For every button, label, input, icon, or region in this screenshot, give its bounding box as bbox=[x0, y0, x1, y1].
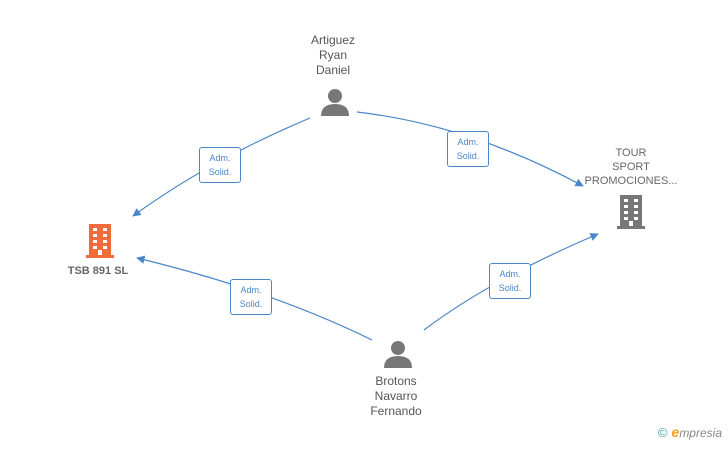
node-name-line: Brotons bbox=[375, 374, 417, 388]
node-name-line: Artiguez bbox=[310, 33, 356, 47]
building-icon[interactable] bbox=[617, 195, 645, 229]
node-label-brotons[interactable]: Brotons Navarro Fernando bbox=[331, 374, 461, 419]
person-icon[interactable] bbox=[321, 89, 349, 116]
building-icon[interactable] bbox=[86, 224, 114, 258]
edge-label-artiguez-tsb[interactable]: Adm. Solid. bbox=[199, 147, 241, 183]
node-label-tsb[interactable]: TSB 891 SL bbox=[33, 264, 163, 279]
edge-label-line: Adm. bbox=[240, 285, 262, 295]
edge-label-brotons-tsb[interactable]: Adm. Solid. bbox=[230, 279, 272, 315]
node-name-line: Daniel bbox=[315, 63, 351, 77]
brand-e: e bbox=[671, 424, 680, 440]
edge-label-brotons-tour[interactable]: Adm. Solid. bbox=[489, 263, 531, 299]
node-name-line: TSB 891 SL bbox=[67, 265, 129, 277]
edge-label-line: Adm. bbox=[499, 269, 521, 279]
node-name-line: Fernando bbox=[370, 404, 422, 418]
node-name-line: TOUR bbox=[615, 147, 647, 159]
edge-label-line: Solid. bbox=[208, 167, 232, 177]
edge-label-line: Solid. bbox=[239, 299, 263, 309]
node-name-line: PROMOCIONES... bbox=[584, 175, 678, 187]
node-name-line: SPORT bbox=[612, 161, 650, 173]
edge-label-line: Adm. bbox=[457, 137, 479, 147]
node-name-line: Ryan bbox=[318, 48, 347, 62]
person-icon[interactable] bbox=[384, 341, 412, 368]
edge-label-line: Solid. bbox=[498, 283, 522, 293]
edge-label-line: Adm. bbox=[209, 153, 231, 163]
node-name-line: Navarro bbox=[374, 389, 418, 403]
brand-logo: ©empresia bbox=[658, 424, 722, 440]
node-label-tour[interactable]: TOUR SPORT PROMOCIONES... bbox=[566, 146, 696, 188]
node-label-artiguez[interactable]: Artiguez Ryan Daniel bbox=[268, 33, 398, 78]
copyright-symbol: © bbox=[657, 425, 668, 440]
brand-name: mpresia bbox=[679, 426, 722, 440]
edge-label-line: Solid. bbox=[456, 151, 480, 161]
edge-label-artiguez-tour[interactable]: Adm. Solid. bbox=[447, 131, 489, 167]
